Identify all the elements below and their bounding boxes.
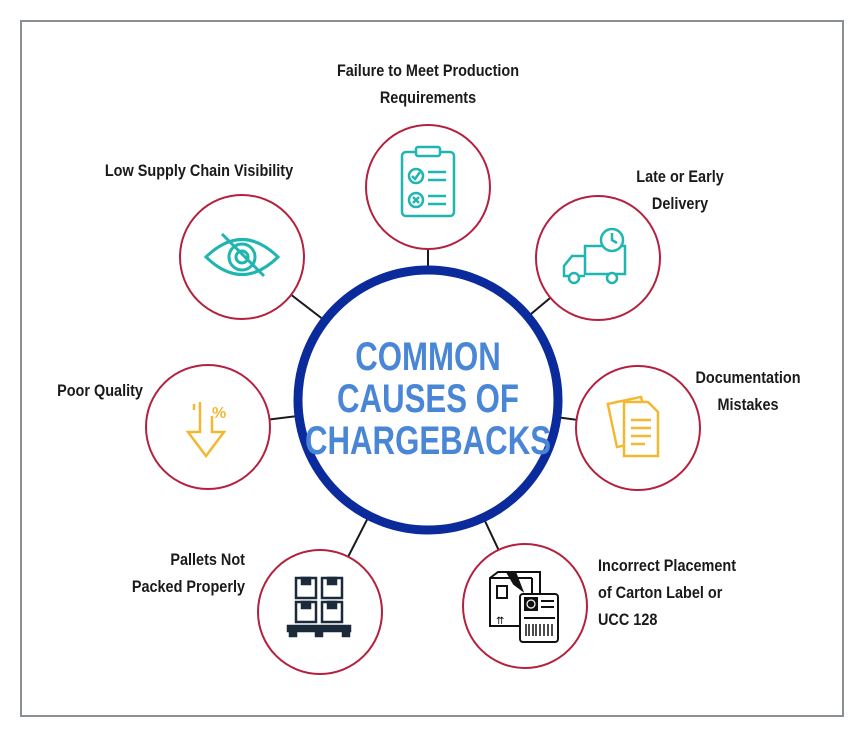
label-quality: Poor Quality bbox=[57, 382, 143, 400]
quality-down-percent-icon: % bbox=[185, 402, 227, 459]
center-title: COMMON CAUSES OF CHARGEBACKS bbox=[305, 334, 551, 463]
label-line: of Carton Label or bbox=[598, 584, 722, 602]
label-line: Failure to Meet Production bbox=[337, 62, 519, 80]
center-title-line-1: COMMON bbox=[355, 334, 501, 379]
center-title-line-3: CHARGEBACKS bbox=[305, 418, 551, 463]
carton-label-icon: ⇈ bbox=[489, 571, 559, 643]
node-quality bbox=[145, 364, 271, 490]
delivery-truck-clock-icon bbox=[562, 227, 627, 285]
node-pallets bbox=[257, 549, 383, 675]
diagram-frame bbox=[20, 20, 844, 717]
label-line: Mistakes bbox=[717, 396, 778, 414]
eye-slash-icon bbox=[203, 232, 281, 278]
label-line: Pallets Not bbox=[170, 551, 245, 569]
label-line: Documentation bbox=[695, 369, 800, 387]
label-line: Delivery bbox=[652, 195, 708, 213]
label-line: Late or Early bbox=[636, 168, 724, 186]
node-production bbox=[365, 124, 491, 250]
label-production: Failure to Meet Production Requirements bbox=[337, 62, 519, 107]
center-circle bbox=[293, 265, 563, 535]
label-visibility: Low Supply Chain Visibility bbox=[105, 162, 293, 180]
documents-icon bbox=[606, 395, 660, 458]
svg-text:⇈: ⇈ bbox=[496, 616, 504, 627]
label-documentation: Documentation Mistakes bbox=[695, 369, 800, 414]
svg-text:%: % bbox=[212, 405, 226, 422]
label-line: UCC 128 bbox=[598, 611, 658, 629]
node-delivery bbox=[535, 195, 661, 321]
center-title-line-2: CAUSES OF bbox=[337, 376, 519, 421]
label-line: Poor Quality bbox=[57, 382, 143, 400]
label-delivery: Late or Early Delivery bbox=[636, 168, 724, 213]
clipboard-checklist-icon bbox=[400, 145, 456, 218]
node-visibility bbox=[179, 194, 305, 320]
label-line: Incorrect Placement bbox=[598, 557, 737, 575]
label-carton: Incorrect Placement of Carton Label or U… bbox=[598, 557, 737, 629]
label-pallets: Pallets Not Packed Properly bbox=[132, 551, 246, 596]
pallet-boxes-icon bbox=[286, 576, 352, 638]
label-line: Packed Properly bbox=[132, 578, 245, 596]
label-line: Requirements bbox=[380, 89, 477, 107]
label-line: Low Supply Chain Visibility bbox=[105, 162, 293, 180]
